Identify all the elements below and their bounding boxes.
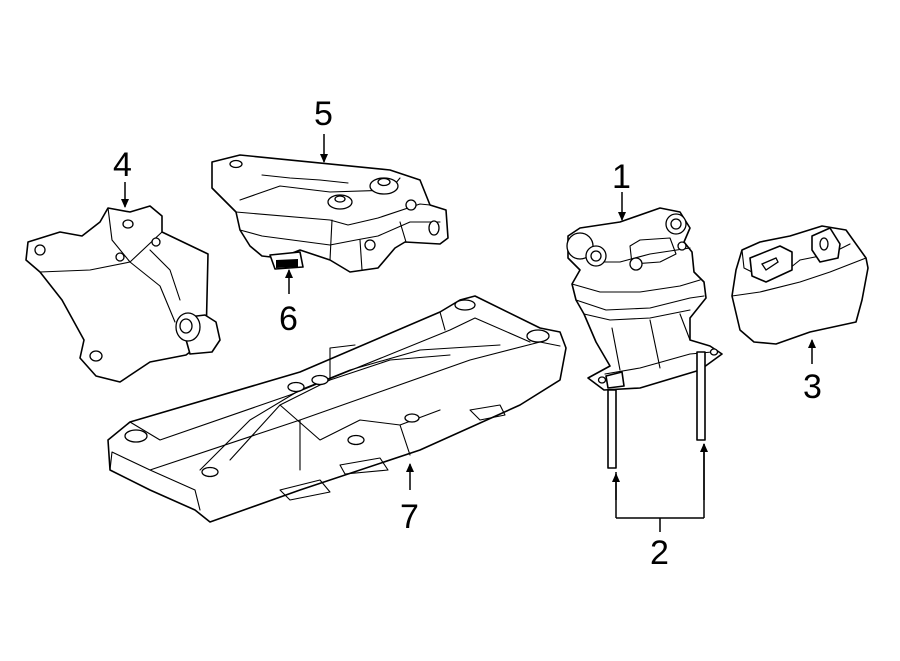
callout-5: 5 — [314, 95, 333, 133]
callout-7: 7 — [400, 498, 419, 536]
transmission-crossmember — [107, 295, 567, 523]
upper-mount — [211, 154, 449, 273]
leader-2 — [615, 444, 705, 532]
callout-1: 1 — [612, 158, 631, 196]
callout-2: 2 — [650, 534, 669, 572]
mount-bracket — [25, 205, 221, 383]
engine-mount — [566, 207, 723, 469]
heat-shield — [731, 225, 869, 345]
callout-4: 4 — [113, 146, 132, 184]
leader-lines — [121, 134, 816, 532]
callout-6: 6 — [279, 300, 298, 338]
callout-3: 3 — [803, 368, 822, 406]
